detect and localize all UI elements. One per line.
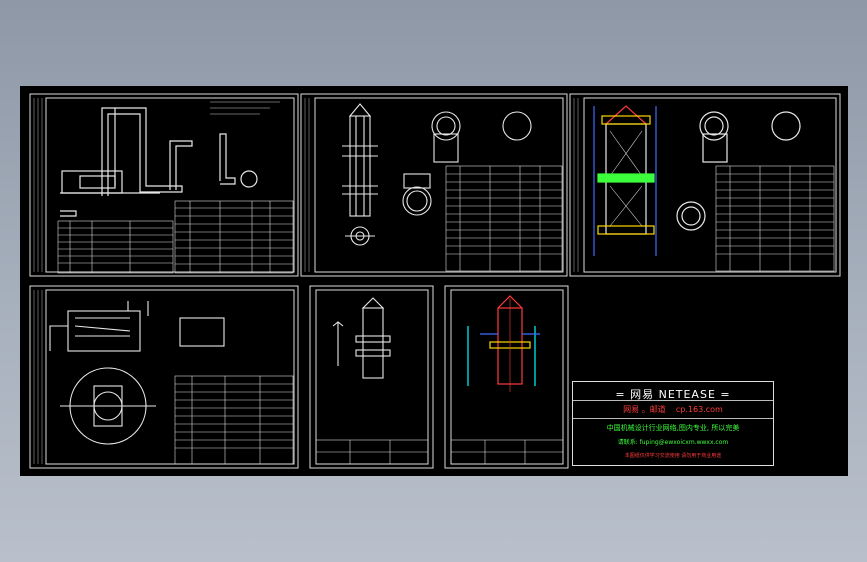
- sheet-3-frame: [569, 93, 841, 277]
- sheet-3-tower: [593, 105, 801, 256]
- sheet-1-piping: [60, 107, 258, 217]
- sheet-4-tank: [49, 301, 225, 445]
- site-label: 网易 。邮道: [623, 405, 666, 414]
- tagline-text: 中国机械设计行业网络,图内专业, 所以完美: [606, 424, 740, 432]
- sheet-4-frame: [29, 285, 299, 469]
- cad-drawing: [29, 93, 841, 469]
- sheet-5-frame: [309, 285, 434, 469]
- brand-text: = 网易 NETEASE =: [615, 388, 731, 401]
- netease-title-stamp: = 网易 NETEASE = 网易 。邮道 cp.163.com 中国机械设计行…: [572, 381, 774, 466]
- notice-text: 本图纸仅供学习交流使用 请勿用于商业用途: [624, 453, 722, 459]
- sheet-1-frame: [29, 93, 299, 277]
- site-url: cp.163.com: [675, 405, 723, 414]
- cad-drawing-canvas[interactable]: = 网易 NETEASE = 网易 。邮道 cp.163.com 中国机械设计行…: [20, 86, 848, 476]
- site-line: 网易 。邮道 cp.163.com: [573, 404, 773, 415]
- contact-text: 请联系: fuping@ewxoicxm.wwxx.com: [617, 439, 729, 446]
- sheet-6-column: [467, 295, 540, 392]
- sheet-6-frame: [444, 285, 569, 469]
- sheet-2-frame: [300, 93, 568, 277]
- sheet-5-column: [332, 297, 391, 379]
- sheet-2-tower: [342, 103, 532, 246]
